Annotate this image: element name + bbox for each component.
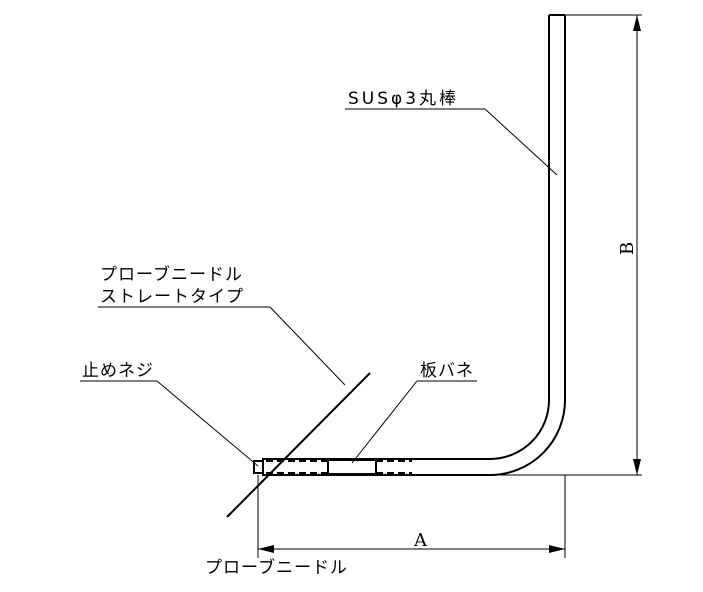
arrow-b-top bbox=[633, 15, 641, 31]
l-shaped-rod bbox=[410, 14, 566, 476]
leaf-spring-label: 板バネ bbox=[420, 361, 474, 381]
leader-lines bbox=[80, 108, 558, 467]
probe-type-label-line1: プローブニードル bbox=[100, 264, 243, 285]
arrow-a-right bbox=[549, 545, 565, 553]
dimension-arrows bbox=[258, 15, 641, 553]
probe-needle bbox=[226, 372, 371, 518]
material-label: SUSφ3丸棒 bbox=[348, 89, 459, 109]
arrow-b-bottom bbox=[633, 459, 641, 475]
bottom-caption: プローブニードル bbox=[205, 557, 348, 578]
dimension-a-label: A bbox=[413, 530, 428, 551]
probe-holder bbox=[253, 458, 410, 476]
set-screw-label: 止めネジ bbox=[82, 361, 154, 381]
probe-type-label-line2: ストレートタイプ bbox=[100, 287, 244, 307]
dimension-b-label: B bbox=[617, 242, 638, 255]
arrow-a-left bbox=[258, 545, 274, 553]
dimension-lines bbox=[257, 14, 642, 558]
thread-dashes bbox=[266, 460, 412, 474]
